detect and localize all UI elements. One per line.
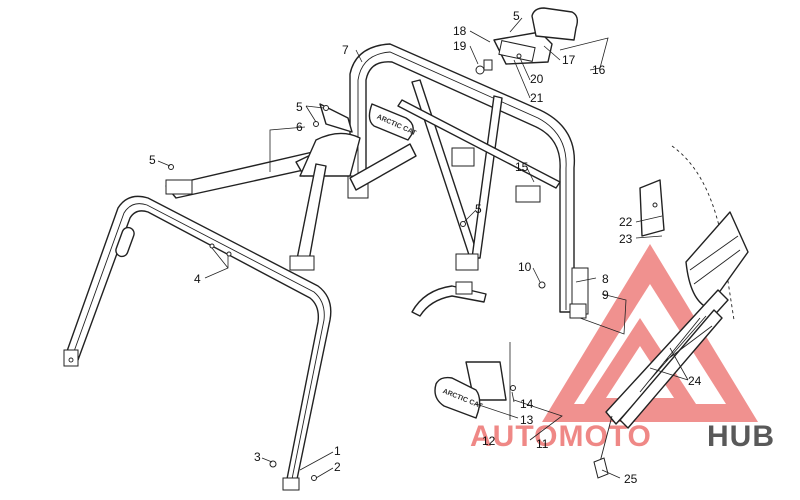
watermark-text-auto: AUTOMOTO bbox=[470, 420, 652, 453]
side-net-pad bbox=[685, 211, 749, 309]
callout-11: 11 bbox=[536, 437, 549, 451]
brace-end-plate bbox=[165, 179, 193, 195]
callout-12: 12 bbox=[482, 434, 496, 448]
callout-15: 15 bbox=[515, 160, 529, 174]
light-bar-assembly bbox=[475, 7, 579, 75]
upper-name-plate: ARCTIC CAT bbox=[368, 103, 418, 141]
light-lens bbox=[531, 7, 579, 41]
leader-lines bbox=[157, 17, 689, 479]
callout-labels: 1 2 3 4 5 5 5 5 6 7 8 9 10 11 12 13 14 1… bbox=[149, 9, 702, 486]
brace-mount-plate bbox=[455, 253, 479, 271]
brace-foot bbox=[289, 255, 315, 271]
callout-16: 16 bbox=[592, 63, 606, 77]
callout-2: 2 bbox=[334, 460, 341, 474]
callout-13: 13 bbox=[520, 413, 534, 427]
callout-25: 25 bbox=[624, 472, 638, 486]
rear-leg-foot bbox=[282, 477, 300, 491]
callout-6: 6 bbox=[296, 120, 303, 134]
grab-handle bbox=[115, 226, 135, 258]
callout-10: 10 bbox=[518, 260, 532, 274]
callout-7: 7 bbox=[342, 43, 349, 57]
callout-24: 24 bbox=[688, 374, 702, 388]
top-connecting-brace bbox=[165, 103, 417, 271]
callout-1: 1 bbox=[334, 444, 341, 458]
brace-clamp bbox=[451, 147, 475, 167]
rear-cross-brace bbox=[397, 79, 561, 271]
callout-19: 19 bbox=[453, 39, 467, 53]
watermark-logo bbox=[542, 244, 758, 422]
callout-17: 17 bbox=[562, 53, 576, 67]
callout-21: 21 bbox=[530, 91, 544, 105]
callout-20: 20 bbox=[530, 72, 544, 86]
callout-23: 23 bbox=[619, 232, 633, 246]
side-net-panel bbox=[593, 145, 749, 479]
callout-14: 14 bbox=[520, 397, 534, 411]
callout-5-front: 5 bbox=[149, 153, 156, 167]
callout-4: 4 bbox=[194, 272, 201, 286]
lower-name-plate: ARCTIC CAT bbox=[434, 361, 507, 419]
watermark-text-hub: HUB bbox=[707, 420, 775, 453]
callout-3: 3 bbox=[254, 450, 261, 464]
bulb-socket bbox=[475, 65, 485, 75]
hardware bbox=[168, 53, 658, 481]
front-roll-bar bbox=[63, 195, 332, 491]
callout-9: 9 bbox=[602, 288, 609, 302]
floor-bracket bbox=[411, 281, 487, 317]
callout-18: 18 bbox=[453, 24, 467, 38]
net-latch bbox=[593, 457, 609, 479]
callout-8: 8 bbox=[602, 272, 609, 286]
callout-5-light: 5 bbox=[513, 9, 520, 23]
callout-5-rear-left: 5 bbox=[296, 100, 303, 114]
callout-5-center: 5 bbox=[475, 202, 482, 216]
callout-22: 22 bbox=[619, 215, 633, 229]
brace-clamp-right bbox=[515, 185, 541, 203]
